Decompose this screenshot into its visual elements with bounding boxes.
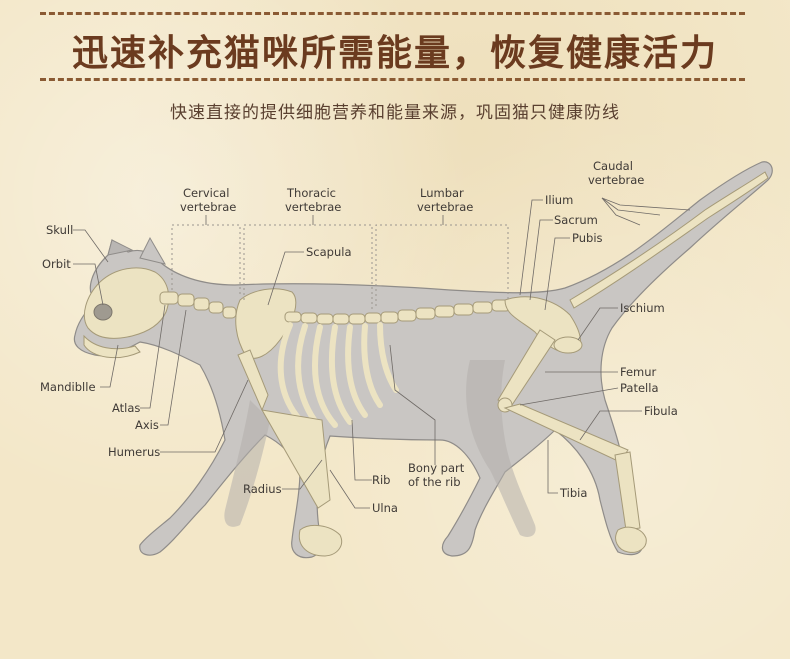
label-femur: Femur	[620, 365, 657, 379]
humerus-bone	[237, 349, 269, 412]
bone-labels: Skull Orbit Mandiblle Atlas Axis Humerus…	[40, 159, 678, 515]
tibia-fibula-bones	[503, 403, 629, 463]
caudal-vertebrae-bones	[569, 171, 769, 309]
cat-silhouette	[73, 161, 773, 559]
leader-lines	[73, 197, 691, 509]
label-thoracic-line1: Thoracic	[286, 186, 336, 200]
label-skull: Skull	[46, 223, 73, 237]
rib-cage	[277, 322, 399, 428]
label-axis: Axis	[135, 418, 159, 432]
hind-metatarsal-bones	[614, 451, 641, 531]
orbit-socket	[93, 303, 113, 321]
label-ischium: Ischium	[620, 301, 665, 315]
label-humerus: Humerus	[108, 445, 160, 459]
label-cervical-line1: Cervical	[183, 186, 229, 200]
scapula-bone	[235, 288, 297, 359]
label-radius: Radius	[243, 482, 282, 496]
label-orbit: Orbit	[42, 257, 71, 271]
label-bony-part-line1: Bony part	[408, 461, 465, 475]
hind-paw-bones	[615, 526, 647, 553]
ischium-bone	[553, 336, 583, 354]
page-subtitle: 快速直接的提供细胞营养和能量来源，巩固猫只健康防线	[170, 103, 620, 123]
label-scapula: Scapula	[306, 245, 352, 259]
label-tibia: Tibia	[559, 486, 587, 500]
label-fibula: Fibula	[644, 404, 678, 418]
label-ulna: Ulna	[372, 501, 398, 515]
top-dashed-divider	[40, 12, 745, 15]
label-ilium: Ilium	[545, 193, 573, 207]
label-mandible: Mandiblle	[40, 380, 96, 394]
radius-ulna-bones	[261, 409, 331, 509]
label-atlas: Atlas	[112, 401, 140, 415]
label-rib: Rib	[372, 473, 391, 487]
label-caudal-line1: Caudal	[593, 159, 633, 173]
spine-bones	[284, 299, 511, 325]
label-patella: Patella	[620, 381, 659, 395]
label-sacrum: Sacrum	[554, 213, 598, 227]
skeleton	[83, 171, 769, 557]
label-pubis: Pubis	[572, 231, 603, 245]
front-paw-bones	[298, 524, 343, 557]
label-bony-part-line2: of the rib	[408, 475, 461, 489]
page-title: 迅速补充猫咪所需能量，恢复健康活力	[71, 33, 718, 74]
label-cervical-line2: vertebrae	[180, 200, 236, 214]
mandible-bone	[83, 334, 141, 359]
region-outlines	[171, 224, 509, 310]
title-dashed-divider	[40, 78, 745, 81]
label-thoracic-line2: vertebrae	[285, 200, 341, 214]
label-caudal-line2: vertebrae	[588, 173, 644, 187]
label-lumbar-line2: vertebrae	[417, 200, 473, 214]
label-lumbar-line1: Lumbar	[420, 186, 464, 200]
cervical-vertebrae-bones	[159, 291, 249, 323]
skull-bone	[84, 267, 170, 339]
